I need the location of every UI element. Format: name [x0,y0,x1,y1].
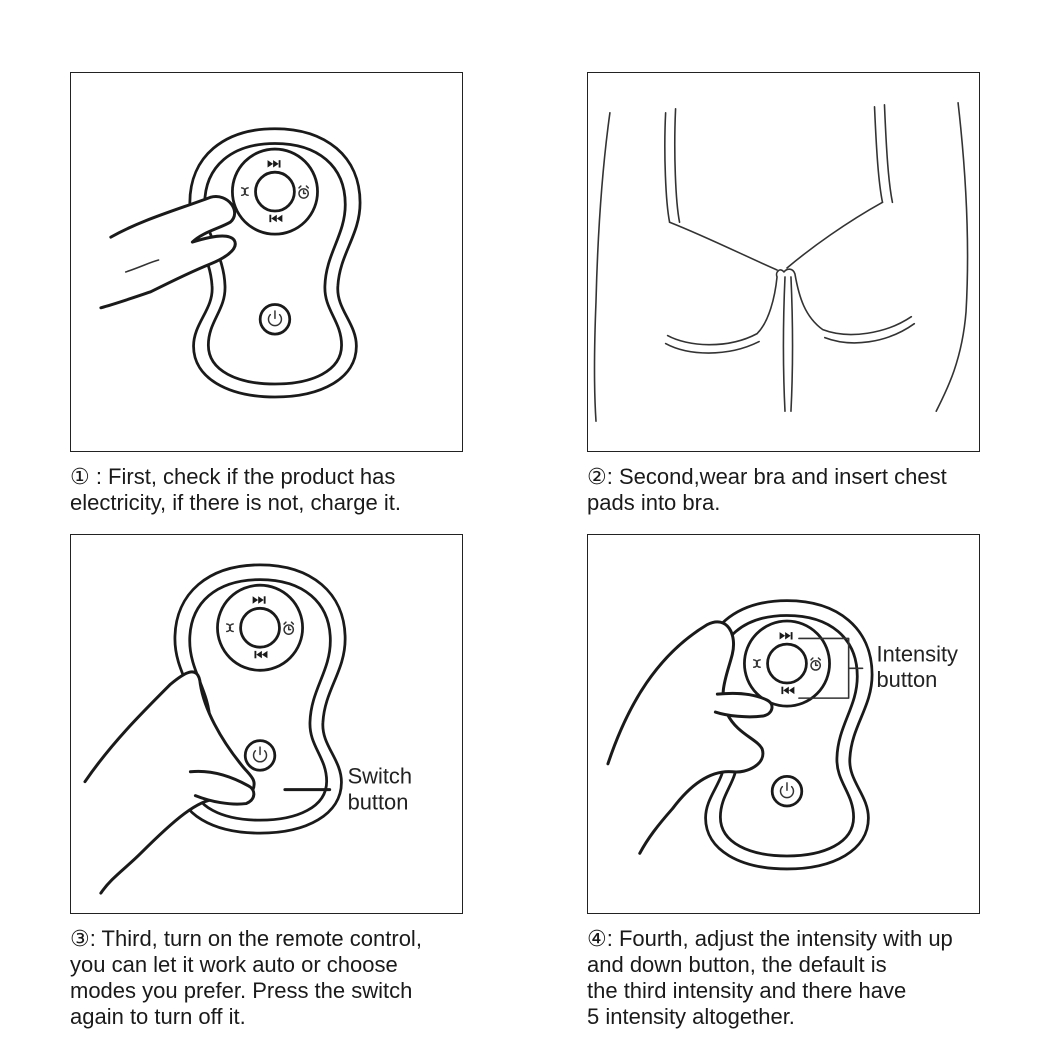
step-1-panel [70,72,463,452]
intensity-button-label-line-2: button [877,667,938,692]
hand-icon [606,620,765,855]
switch-button-label-line-1: Switch [348,764,412,789]
step-3-illustration: Switch button [83,563,412,895]
step-3-panel: Switch button [70,534,463,914]
step-4-caption: ④: Fourth, adjust the intensity with up … [587,926,953,1029]
hand-icon [83,670,256,895]
bra-illustration [593,102,969,422]
intensity-button-label-line-1: Intensity [877,641,959,666]
step-3-caption: ③: Third, turn on the remote control, yo… [70,926,422,1029]
step-2-panel [587,72,980,452]
hand-icon [99,195,237,310]
switch-button-label-line-2: button [348,790,409,815]
step-2-caption: ②: Second,wear bra and insert chest pads… [587,464,947,515]
step-1-caption: ① : First, check if the product has elec… [70,464,401,515]
step-1-illustration [99,127,362,399]
step-4-illustration: Intensity button [606,599,959,871]
step-4-panel: Intensity button [587,534,980,914]
